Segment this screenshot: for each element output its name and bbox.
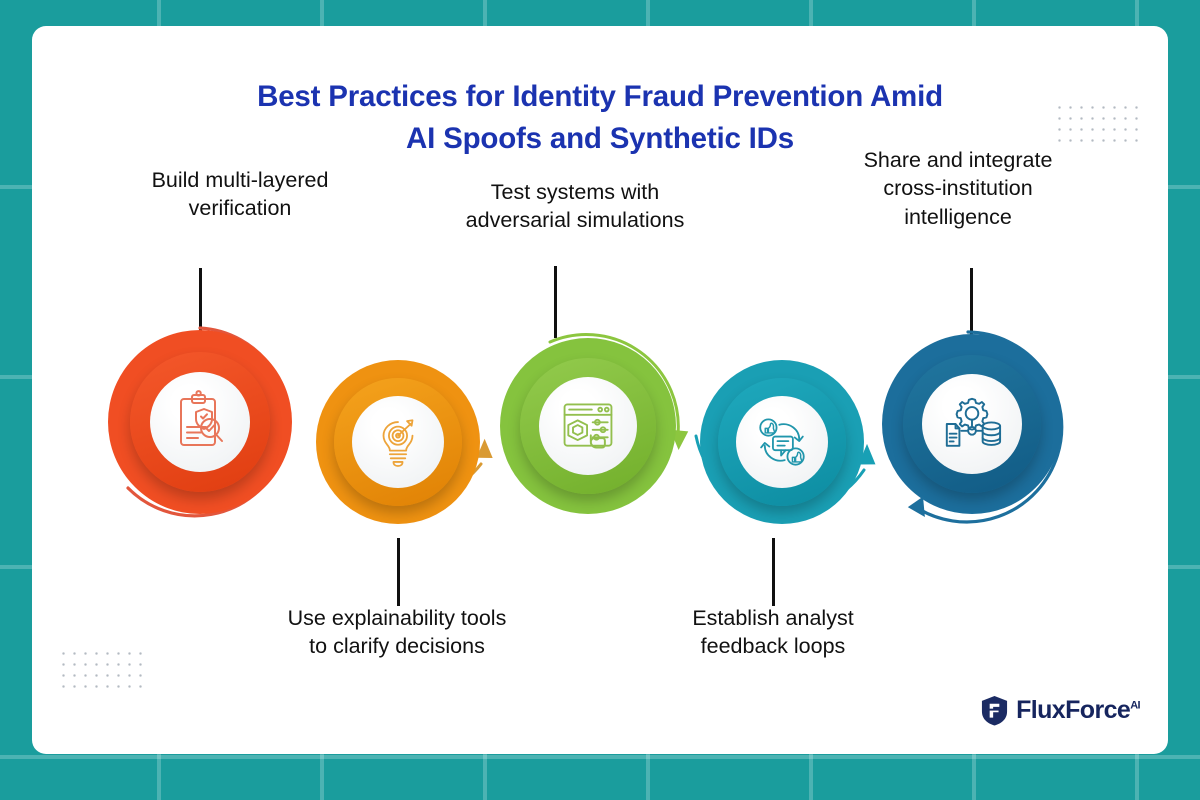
step-5-label: Share and integrate cross-institution in… (810, 146, 1106, 231)
step-4-icon-well (736, 396, 828, 488)
step-1-label-line-1: Build multi-layered (151, 168, 329, 192)
title-line-1: Best Practices for Identity Fraud Preven… (257, 80, 943, 113)
step-3-label-line-1: Test systems with (490, 180, 660, 204)
step-2-node[interactable] (298, 342, 498, 542)
page-title: Best Practices for Identity Fraud Preven… (32, 76, 1168, 160)
step-4-label-line-2: feedback loops (700, 634, 846, 659)
dot-pattern-top-right (1054, 102, 1144, 150)
step-3-label-line-2: adversarial simulations (465, 208, 685, 233)
feedback-loop-thumbs-icon (759, 418, 805, 466)
gear-document-database-icon (945, 397, 1002, 447)
brand-logo: FluxForceAI (980, 695, 1141, 726)
step-1-label: Build multi-layered verification (90, 166, 390, 223)
step-5-label-line-3: intelligence (904, 204, 1012, 229)
step-5-icon-well (922, 374, 1022, 474)
step-3-label: Test systems with adversarial simulation… (420, 178, 730, 235)
step-2-icon-well (352, 396, 444, 488)
logo-name: FluxForce (1016, 696, 1131, 724)
step-5-node[interactable] (872, 324, 1072, 524)
step-2-label-line-1: Use explainability tools (287, 606, 507, 630)
infographic-card: Best Practices for Identity Fraud Preven… (32, 26, 1168, 754)
shield-icon (982, 696, 1008, 726)
clipboard-shield-search-icon (180, 390, 223, 446)
logo-suffix: AI (1130, 699, 1140, 712)
step-4-label-line-1: Establish analyst (692, 606, 854, 630)
lightbulb-target-arrow-icon (382, 419, 414, 467)
logo-wordmark: FluxForceAI (1016, 696, 1140, 725)
browser-cube-sliders-icon (563, 403, 613, 449)
step-3-icon-well (539, 377, 637, 475)
dot-pattern-bottom-left (58, 648, 148, 696)
step-5-label-line-2: cross-institution (883, 176, 1033, 201)
step-2-label-line-2: to clarify decisions (309, 634, 485, 659)
step-4-connector (772, 538, 775, 606)
step-2-label: Use explainability tools to clarify deci… (247, 604, 547, 661)
step-4-node[interactable] (682, 342, 882, 542)
step-1-icon-well (150, 372, 250, 472)
step-2-connector (397, 538, 400, 606)
step-3-connector (554, 266, 557, 338)
step-4-label: Establish analyst feedback loops (632, 604, 914, 661)
step-5-label-line-1: Share and integrate (863, 148, 1053, 172)
process-diagram: Build multi-layered verification (32, 26, 1168, 754)
step-3-node[interactable] (488, 326, 689, 526)
step-1-node[interactable] (100, 322, 300, 522)
step-1-label-line-2: verification (188, 196, 292, 221)
step-5-connector (970, 268, 973, 340)
step-1-connector (199, 268, 202, 338)
title-line-2: AI Spoofs and Synthetic IDs (406, 121, 794, 155)
